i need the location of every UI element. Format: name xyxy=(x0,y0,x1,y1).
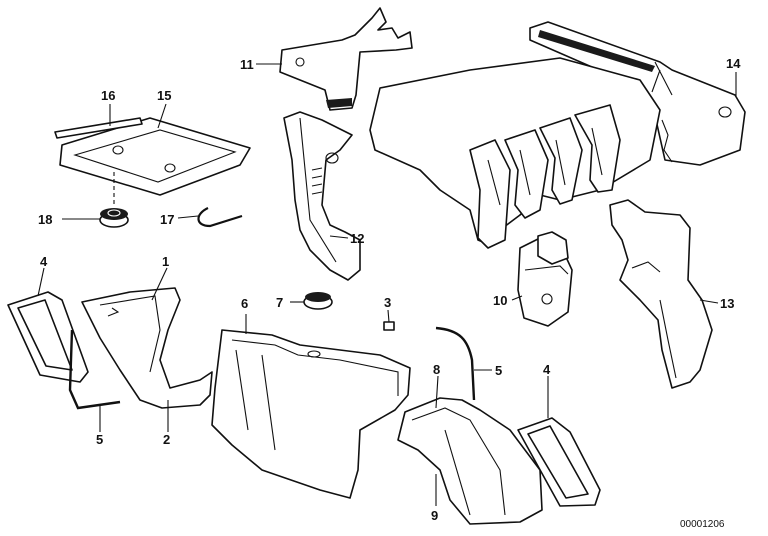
part-7-grommet xyxy=(303,292,333,310)
intake-manifold xyxy=(369,57,661,249)
callout-15: 15 xyxy=(157,88,171,103)
callout-1: 1 xyxy=(162,254,169,269)
callout-7: 7 xyxy=(276,295,283,310)
callout-12: 12 xyxy=(350,231,364,246)
callout-10: 10 xyxy=(493,293,507,308)
part-8-duct xyxy=(397,397,543,525)
part-6-air-box xyxy=(211,329,411,499)
callout-13: 13 xyxy=(720,296,734,311)
callout-3: 3 xyxy=(384,295,391,310)
callout-17: 17 xyxy=(160,212,174,227)
callout-11: 11 xyxy=(240,57,254,72)
callout-6: 6 xyxy=(241,296,248,311)
drawing-code: 00001206 xyxy=(680,519,725,530)
part-12-duct xyxy=(283,111,361,281)
callout-18: 18 xyxy=(38,212,52,227)
part-17-clip xyxy=(197,207,243,228)
part-4-seal-right xyxy=(517,417,601,507)
part-4-seal-left xyxy=(7,291,89,383)
part-5-hose-left xyxy=(68,329,121,410)
callout-4-left: 4 xyxy=(40,254,48,269)
callout-5-left: 5 xyxy=(96,432,103,447)
callout-5-right: 5 xyxy=(495,363,502,378)
part-10-block xyxy=(517,231,573,327)
callout-14: 14 xyxy=(726,56,741,71)
callout-labels: 16 15 18 17 4 1 5 2 6 7 3 11 12 10 13 14… xyxy=(38,56,741,523)
callout-8: 8 xyxy=(433,362,440,377)
leader-lines xyxy=(37,63,737,506)
part-11-bracket xyxy=(279,7,413,111)
part-16-strip xyxy=(54,117,143,139)
part-5-hose-right xyxy=(435,326,476,401)
part-1-duct xyxy=(81,287,213,409)
part-15-plate xyxy=(59,117,251,196)
part-3-clip xyxy=(383,321,395,331)
callout-4-right: 4 xyxy=(543,362,551,377)
part-18-grommet xyxy=(99,208,129,228)
callout-16: 16 xyxy=(101,88,115,103)
part-13-bracket xyxy=(609,199,713,389)
callout-9: 9 xyxy=(431,508,438,523)
callout-2: 2 xyxy=(163,432,170,447)
